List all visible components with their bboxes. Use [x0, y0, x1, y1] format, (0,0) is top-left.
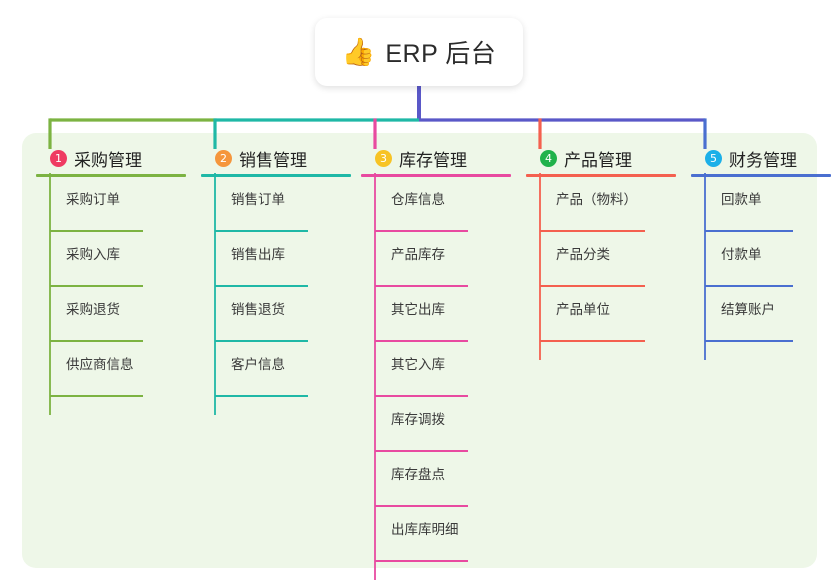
branch-item-label: 库存盘点: [391, 467, 445, 482]
branch-item-underline: [215, 340, 308, 342]
branch-item-label: 销售退货: [231, 302, 285, 317]
branch-item-underline: [375, 230, 468, 232]
branch-item[interactable]: 产品单位: [526, 287, 696, 342]
branches-panel: [22, 133, 817, 568]
branch-title: 销售管理: [239, 150, 307, 170]
branch-item-label: 结算账户: [721, 302, 775, 317]
branch-underline: [201, 174, 351, 177]
branch-underline: [691, 174, 831, 177]
branch-header-4[interactable]: 4 产品管理: [526, 146, 696, 170]
branch-column-5: 5 财务管理回款单付款单结算账户: [691, 146, 839, 342]
branch-item-underline: [50, 395, 143, 397]
branch-item-underline: [375, 505, 468, 507]
branch-item-underline: [50, 285, 143, 287]
branch-title: 产品管理: [564, 150, 632, 170]
branch-item[interactable]: 产品分类: [526, 232, 696, 287]
branch-item-label: 销售出库: [231, 247, 285, 262]
branch-item-label: 仓库信息: [391, 192, 445, 207]
branch-item-underline: [375, 560, 468, 562]
branch-item-underline: [50, 340, 143, 342]
branch-item[interactable]: 其它出库: [361, 287, 531, 342]
branch-item-label: 出库库明细: [391, 522, 459, 537]
branch-header-1[interactable]: 1 采购管理: [36, 146, 206, 170]
branch-item-underline: [50, 230, 143, 232]
branch-item-underline: [375, 340, 468, 342]
branch-item[interactable]: 采购订单: [36, 177, 206, 232]
branch-header-5[interactable]: 5 财务管理: [691, 146, 839, 170]
branch-item-label: 产品（物料）: [556, 192, 637, 207]
branch-item[interactable]: 销售出库: [201, 232, 371, 287]
root-title: ERP 后台: [385, 40, 497, 68]
branch-item[interactable]: 产品（物料）: [526, 177, 696, 232]
branch-item[interactable]: 客户信息: [201, 342, 371, 397]
branch-item-label: 其它出库: [391, 302, 445, 317]
branch-item[interactable]: 供应商信息: [36, 342, 206, 397]
branch-number-badge: 4: [540, 149, 557, 167]
branch-title: 财务管理: [729, 150, 797, 170]
branch-item-label: 产品单位: [556, 302, 610, 317]
branch-item-underline: [215, 230, 308, 232]
branch-item-underline: [215, 395, 308, 397]
branch-item[interactable]: 其它入库: [361, 342, 531, 397]
thumbs-up-emoji: 👍: [341, 36, 376, 67]
branch-number-badge: 2: [215, 149, 232, 167]
branch-column-3: 3 库存管理仓库信息产品库存其它出库其它入库库存调拨库存盘点出库库明细: [361, 146, 531, 562]
branch-item-label: 其它入库: [391, 357, 445, 372]
branch-underline: [36, 174, 186, 177]
branch-item-label: 采购退货: [66, 302, 120, 317]
branch-header-2[interactable]: 2 销售管理: [201, 146, 371, 170]
branch-item-label: 采购入库: [66, 247, 120, 262]
branch-item[interactable]: 库存调拨: [361, 397, 531, 452]
branch-item-label: 付款单: [721, 247, 762, 262]
branch-item[interactable]: 销售退货: [201, 287, 371, 342]
branch-number-badge: 5: [705, 149, 722, 167]
branch-item-underline: [705, 285, 793, 287]
branch-item-underline: [375, 450, 468, 452]
branch-item[interactable]: 产品库存: [361, 232, 531, 287]
branch-title: 采购管理: [74, 150, 142, 170]
branch-item[interactable]: 采购入库: [36, 232, 206, 287]
branch-item-label: 供应商信息: [66, 357, 134, 372]
branch-item[interactable]: 回款单: [691, 177, 839, 232]
branch-number-badge: 3: [375, 149, 392, 167]
branch-item[interactable]: 销售订单: [201, 177, 371, 232]
branch-item-label: 产品库存: [391, 247, 445, 262]
branch-item-underline: [705, 230, 793, 232]
branch-item-underline: [375, 395, 468, 397]
branch-item[interactable]: 采购退货: [36, 287, 206, 342]
branch-underline: [361, 174, 511, 177]
branch-title: 库存管理: [399, 150, 467, 170]
branch-item[interactable]: 出库库明细: [361, 507, 531, 562]
branch-item-label: 销售订单: [231, 192, 285, 207]
branch-item-underline: [540, 285, 645, 287]
branch-column-4: 4 产品管理产品（物料） 产品分类产品单位: [526, 146, 696, 342]
branch-underline: [526, 174, 676, 177]
branch-item[interactable]: 库存盘点: [361, 452, 531, 507]
branch-item-underline: [540, 340, 645, 342]
branch-header-3[interactable]: 3 库存管理: [361, 146, 531, 170]
branch-item-label: 采购订单: [66, 192, 120, 207]
branch-item-underline: [705, 340, 793, 342]
branch-item[interactable]: 结算账户: [691, 287, 839, 342]
branch-item[interactable]: 付款单: [691, 232, 839, 287]
branch-column-2: 2 销售管理销售订单销售出库销售退货客户信息: [201, 146, 371, 397]
branch-item-label: 客户信息: [231, 357, 285, 372]
root-node[interactable]: 👍 ERP 后台: [315, 18, 523, 86]
branch-item-label: 库存调拨: [391, 412, 445, 427]
branch-item-underline: [215, 285, 308, 287]
branch-item-label: 产品分类: [556, 247, 610, 262]
branch-item-label: 回款单: [721, 192, 762, 207]
branch-item-underline: [375, 285, 468, 287]
branch-column-1: 1 采购管理采购订单采购入库采购退货供应商信息: [36, 146, 206, 397]
branch-item-underline: [540, 230, 645, 232]
branch-number-badge: 1: [50, 149, 67, 167]
branch-item[interactable]: 仓库信息: [361, 177, 531, 232]
